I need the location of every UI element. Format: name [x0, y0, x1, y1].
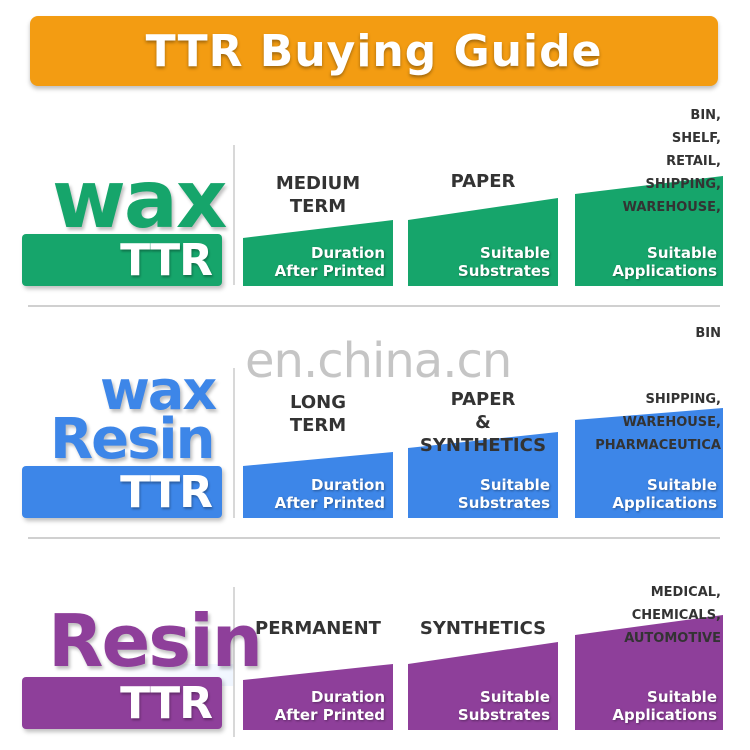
- resin-duration-column: PERMANENT Duration After Printed: [243, 615, 393, 730]
- resin-duration-value: PERMANENT: [255, 618, 381, 639]
- wax-resin-brand-word2: Resin: [50, 407, 215, 472]
- wax-resin-duration-label: Duration After Printed: [274, 476, 385, 512]
- wax-resin-applications-label: Suitable Applications: [612, 476, 717, 512]
- wax-resin-duration-value: LONG TERM: [289, 392, 347, 436]
- wax-substrates-value: PAPER: [450, 171, 516, 192]
- section-separator: [233, 587, 235, 737]
- resin-applications-label: Suitable Applications: [612, 688, 717, 724]
- resin-applications-column: MEDICAL, CHEMICALS, AUTOMOTIVE Suitable …: [575, 577, 725, 730]
- resin-duration-label: Duration After Printed: [274, 688, 385, 724]
- wax-resin-brand-word1: wax: [100, 359, 217, 422]
- wax-resin-substrates-shape: [408, 432, 558, 518]
- wax-resin-section: wax Resin TTR LONG TERM Duration After P…: [0, 312, 750, 686]
- wax-resin-duration-column: LONG TERM Duration After Printed: [243, 388, 393, 518]
- section-separator: [233, 145, 235, 285]
- section-separator: [233, 368, 235, 518]
- wax-duration-value: MEDIUM TERM: [275, 173, 361, 217]
- wax-brand-bar: TTR: [22, 234, 222, 286]
- wax-brand-ttr: TTR: [120, 234, 213, 286]
- section-divider: [28, 537, 720, 539]
- title-banner: TTR Buying Guide: [30, 16, 718, 86]
- resin-brand-word: Resin: [48, 599, 263, 683]
- resin-substrates-value: SYNTHETICS: [419, 618, 547, 639]
- resin-brand-ttr: TTR: [120, 677, 213, 729]
- wax-applications-list: BIN, SHELF, RETAIL, SHIPPING, WAREHOUSE,: [622, 108, 721, 215]
- resin-applications-list: MEDICAL, CHEMICALS, AUTOMOTIVE: [624, 585, 721, 646]
- wax-resin-substrates-column: PAPER & SYNTHETICS Suitable Substrates: [408, 388, 558, 518]
- wax-section: wax TTR MEDIUM TERM Duration After Print…: [0, 100, 750, 300]
- resin-substrates-shape: [408, 642, 558, 730]
- resin-section: Resin TTR PERMANENT Duration After Print…: [0, 545, 750, 750]
- section-divider: [28, 305, 720, 307]
- wax-resin-brand-bar: TTR: [22, 466, 222, 518]
- resin-substrates-label: Suitable Substrates: [457, 688, 550, 724]
- wax-duration-label: Duration After Printed: [274, 244, 385, 280]
- wax-resin-applications-shape: [575, 408, 723, 518]
- wax-resin-applications-list-top: BIN: [695, 326, 721, 341]
- resin-substrates-column: SYNTHETICS Suitable Substrates: [408, 615, 558, 730]
- wax-applications-shape: [575, 176, 723, 286]
- watermark-text: en.china.cn: [245, 333, 512, 389]
- wax-substrates-label: Suitable Substrates: [457, 244, 550, 280]
- wax-substrates-shape: [408, 198, 558, 286]
- resin-brand-bar: TTR: [22, 677, 222, 729]
- resin-duration-shape: [243, 664, 393, 730]
- wax-resin-substrates-label: Suitable Substrates: [457, 476, 550, 512]
- wax-brand-word: wax: [52, 153, 227, 246]
- wax-resin-applications-list: SHIPPING, WAREHOUSE, PHARMACEUTICA: [595, 392, 721, 453]
- banner-title: TTR Buying Guide: [145, 25, 603, 77]
- wax-resin-substrates-value: PAPER & SYNTHETICS: [419, 389, 547, 456]
- wax-resin-brand-ttr: TTR: [120, 466, 213, 518]
- wax-duration-column: MEDIUM TERM Duration After Printed: [243, 160, 393, 286]
- resin-applications-shape: [575, 615, 723, 730]
- wax-applications-label: Suitable Applications: [612, 244, 717, 280]
- wax-applications-column: BIN, SHELF, RETAIL, SHIPPING, WAREHOUSE,…: [575, 100, 725, 286]
- wax-resin-duration-shape: [243, 452, 393, 518]
- wax-duration-shape: [243, 220, 393, 286]
- wax-substrates-column: PAPER Suitable Substrates: [408, 160, 558, 286]
- wax-resin-applications-column: BIN SHIPPING, WAREHOUSE, PHARMACEUTICA S…: [575, 320, 725, 518]
